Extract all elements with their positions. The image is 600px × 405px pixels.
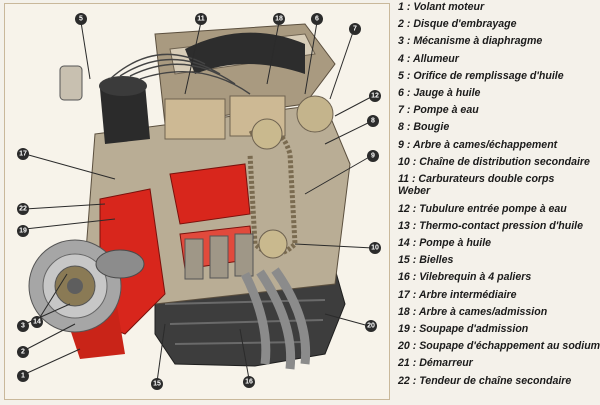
legend-item: 16 : Vilebrequin à 4 paliers	[398, 271, 532, 284]
callout-12: 12	[369, 90, 381, 102]
callout-6: 6	[311, 13, 323, 25]
svg-text:8: 8	[371, 118, 375, 125]
legend-item: 8 : Bougie	[398, 121, 450, 134]
callout-3: 3	[17, 320, 29, 332]
svg-text:9: 9	[371, 153, 375, 160]
legend-item: 14 : Pompe à huile	[398, 237, 492, 250]
legend-item: 5 : Orifice de remplissage d'huile	[398, 69, 564, 82]
legend-item: 18 : Arbre à cames/admission	[398, 305, 548, 318]
svg-text:6: 6	[315, 16, 319, 23]
legend-item: 20 : Soupape d'échappement au sodium	[398, 340, 600, 353]
legend-item: 4 : Allumeur	[398, 52, 459, 65]
svg-text:17: 17	[19, 151, 27, 158]
svg-text:16: 16	[245, 379, 253, 386]
legend-item: 10 : Chaîne de distribution secondaire	[398, 155, 590, 168]
legend-item: 13 : Thermo-contact pression d'huile	[398, 219, 584, 232]
callout-18: 18	[273, 13, 285, 25]
legend-item: 6 : Jauge à huile	[398, 86, 481, 99]
engine-illustration: 5 11 18 6 7 12 8 9 10 20 16 15 17 22 19 …	[4, 3, 390, 400]
svg-text:3: 3	[21, 323, 25, 330]
svg-text:20: 20	[367, 323, 375, 330]
legend-item: 19 : Soupape d'admission	[398, 322, 529, 335]
legend-item: 15 : Bielles	[398, 254, 454, 267]
svg-text:18: 18	[275, 16, 283, 23]
callout-16: 16	[243, 376, 255, 388]
svg-text:7: 7	[353, 26, 357, 33]
callout-8: 8	[367, 115, 379, 127]
callout-20: 20	[365, 320, 377, 332]
legend-item: 11 : Carburateurs double corps Weber	[398, 172, 555, 198]
legend-item: 2 : Disque d'embrayage	[398, 18, 517, 31]
legend-item: 9 : Arbre à cames/échappement	[398, 138, 558, 151]
svg-text:19: 19	[19, 228, 27, 235]
callout-14: 14	[31, 316, 43, 328]
legend-item: 1 : Volant moteur	[398, 1, 485, 13]
legend-item: 17 : Arbre intermédiaire	[398, 288, 517, 301]
svg-text:2: 2	[21, 349, 25, 356]
callout-5: 5	[75, 13, 87, 25]
svg-text:14: 14	[33, 319, 41, 326]
callout-22: 22	[17, 203, 29, 215]
callout-19: 19	[17, 225, 29, 237]
callout-9: 9	[367, 150, 379, 162]
callout-7: 7	[349, 23, 361, 35]
callout-markers: 5 11 18 6 7 12 8 9 10 20 16 15 17 22 19 …	[17, 13, 381, 390]
legend-item: 21 : Démarreur	[398, 357, 473, 370]
legend-item: 3 : Mécanisme à diaphragme	[398, 35, 543, 48]
svg-text:12: 12	[371, 93, 379, 100]
callout-1: 1	[17, 370, 29, 382]
svg-text:10: 10	[371, 245, 379, 252]
svg-text:11: 11	[197, 16, 205, 23]
legend-item: 12 : Tubulure entrée pompe à eau	[398, 202, 567, 215]
svg-text:15: 15	[153, 381, 161, 388]
svg-text:1: 1	[21, 373, 25, 380]
svg-text:5: 5	[79, 16, 83, 23]
legend-item: 22 : Tendeur de chaîne secondaire	[398, 374, 572, 387]
callout-17: 17	[17, 148, 29, 160]
legend-item: 7 : Pompe à eau	[398, 104, 479, 117]
callout-11: 11	[195, 13, 207, 25]
engine-cutaway-drawing: 5 11 18 6 7 12 8 9 10 20 16 15 17 22 19 …	[5, 4, 389, 399]
callout-2: 2	[17, 346, 29, 358]
callout-10: 10	[369, 242, 381, 254]
parts-legend: 1 : Volant moteur 2 : Disque d'embrayage…	[398, 1, 600, 392]
callout-15: 15	[151, 378, 163, 390]
svg-text:22: 22	[19, 206, 27, 213]
